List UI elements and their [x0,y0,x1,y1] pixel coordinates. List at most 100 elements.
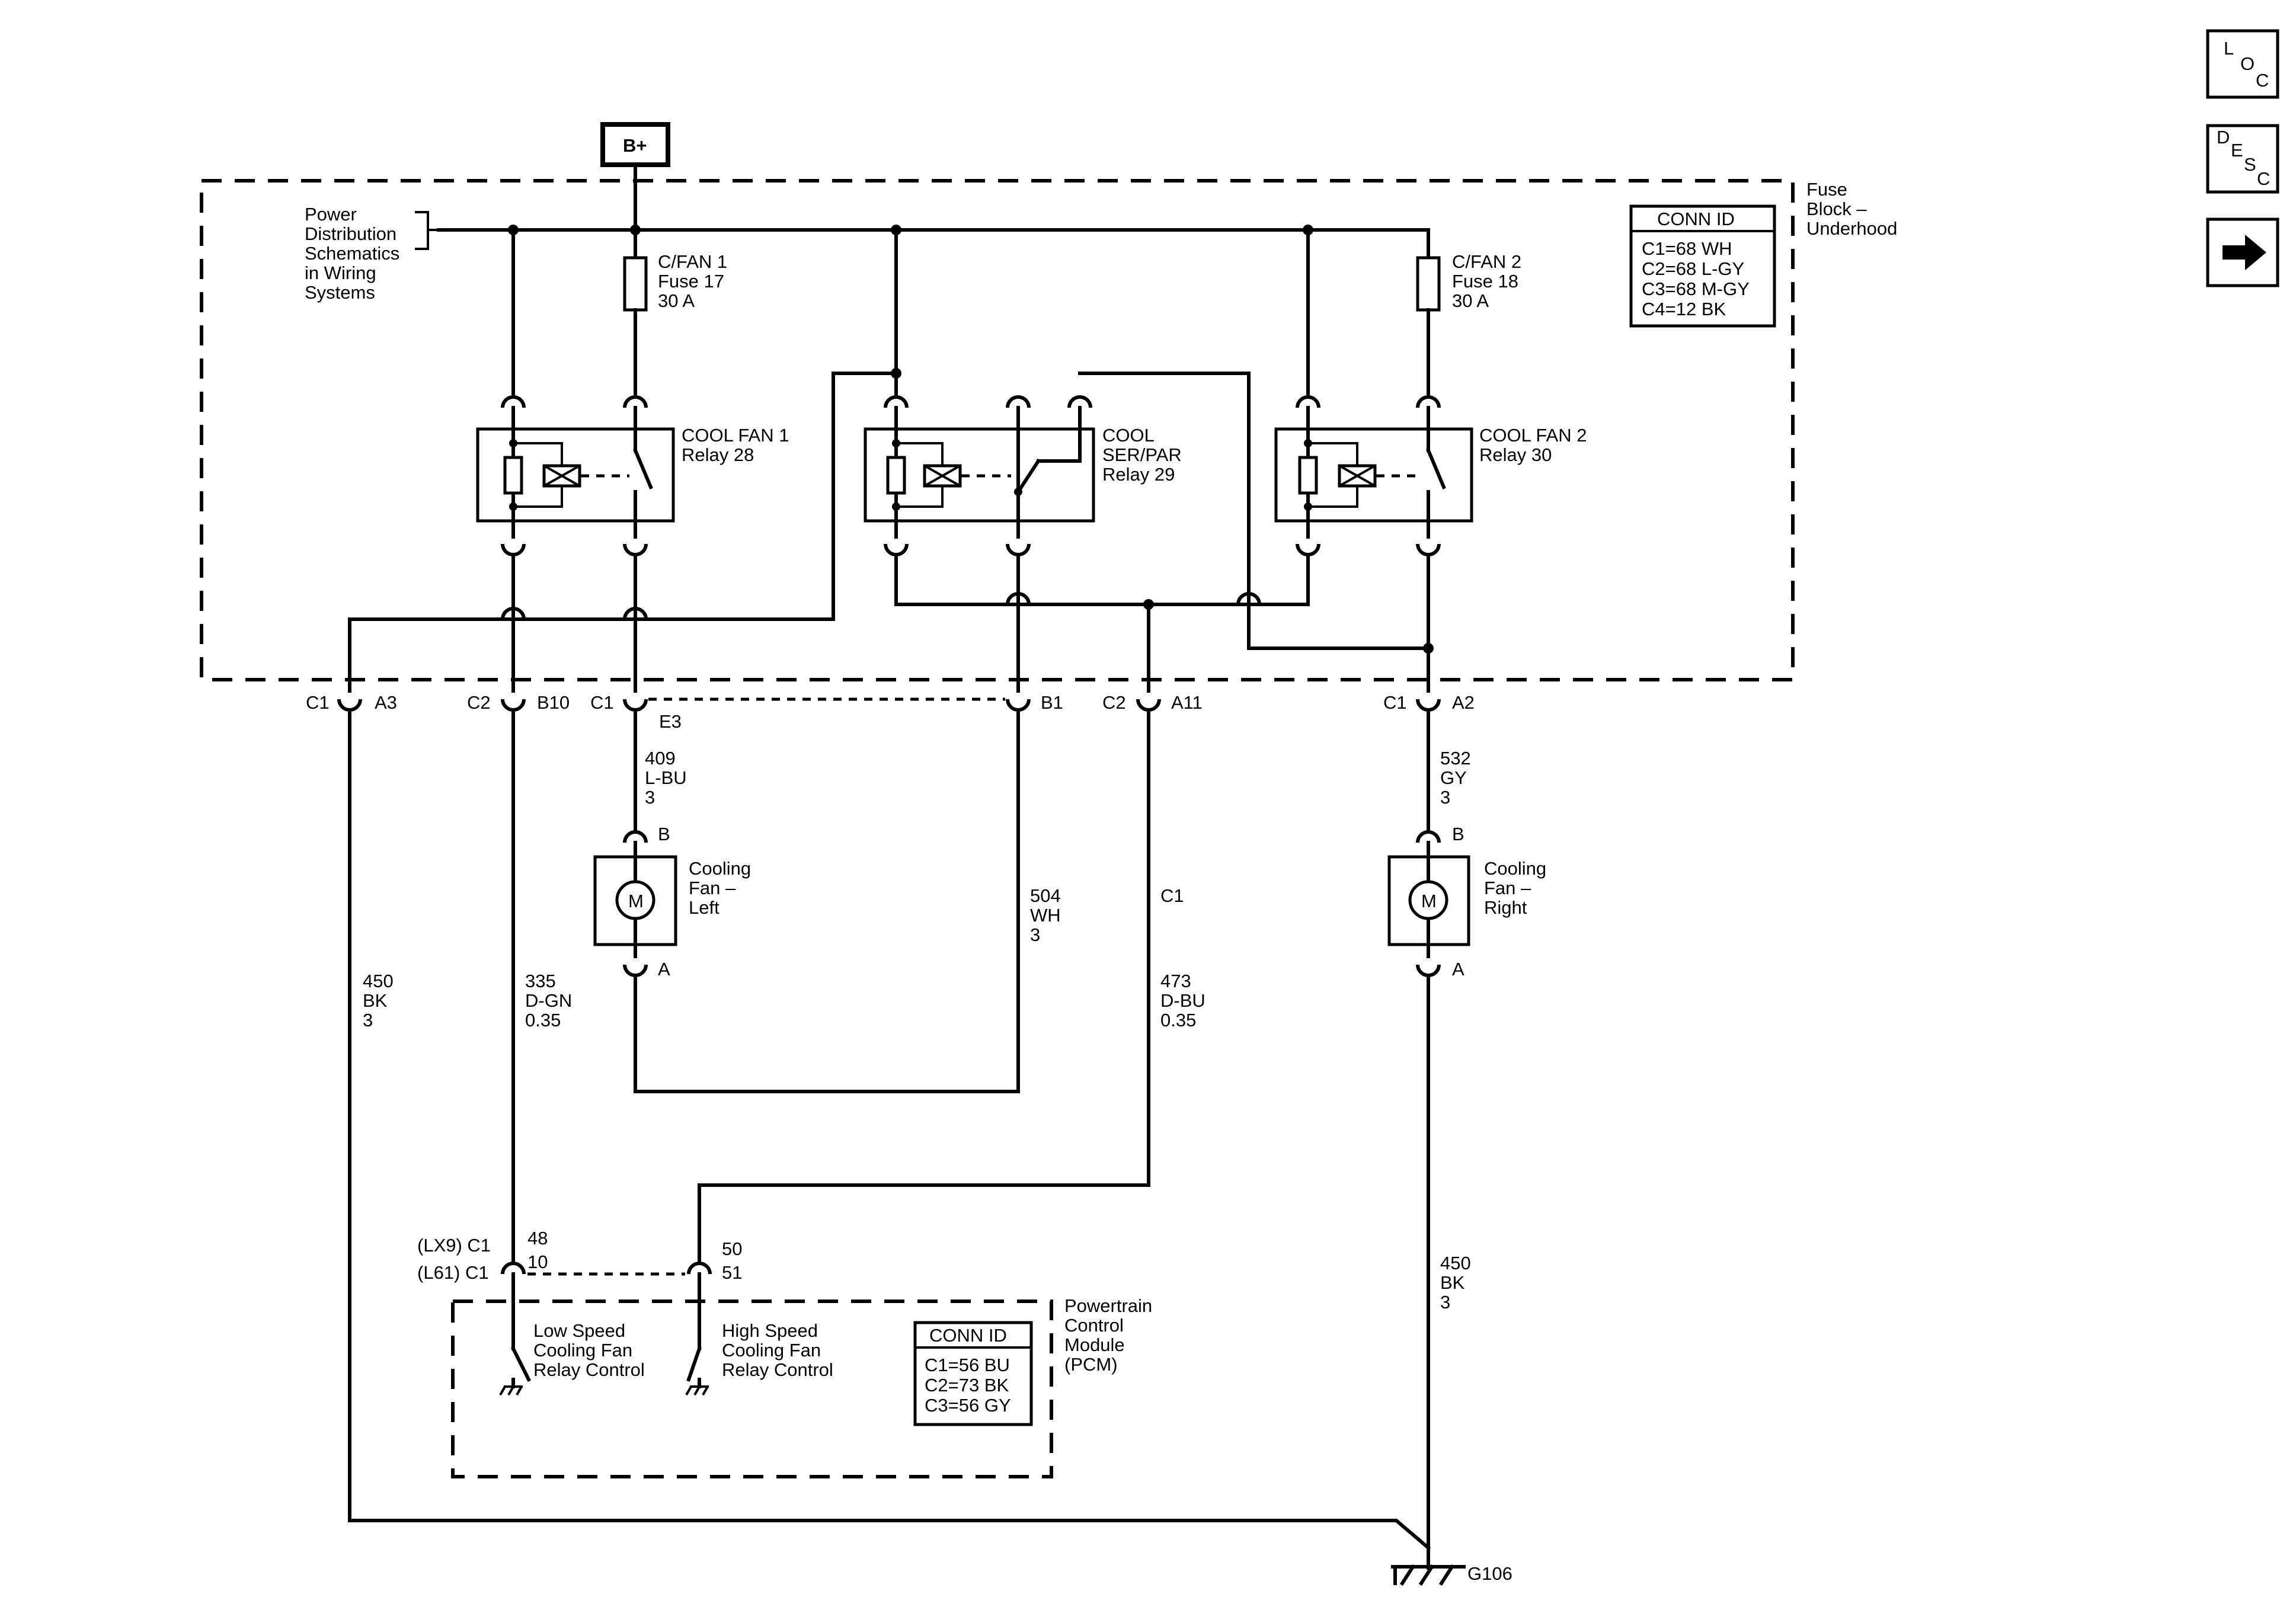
svg-text:C4=12 BK: C4=12 BK [1642,299,1726,319]
svg-text:C/FAN 2: C/FAN 2 [1452,251,1521,272]
svg-text:B+: B+ [623,135,647,156]
svg-text:3: 3 [1030,924,1040,945]
wire-label-504: 504 WH 3 [1030,885,1061,945]
relay-cool-fan-1: COOL FAN 1 Relay 28 [476,228,789,556]
svg-text:COOL FAN 1: COOL FAN 1 [682,425,789,446]
wire-label-532: 532 GY 3 [1440,748,1471,808]
svg-text:COOL FAN 2: COOL FAN 2 [1479,425,1587,446]
svg-text:CONN ID: CONN ID [929,1325,1007,1346]
svg-text:Distribution: Distribution [305,223,396,244]
svg-text:SER/PAR: SER/PAR [1102,444,1182,465]
svg-text:Cooling: Cooling [1484,858,1546,879]
desc-letter: S [2244,154,2256,175]
svg-text:Systems: Systems [305,282,375,303]
svg-text:Cooling Fan: Cooling Fan [533,1340,632,1361]
svg-text:C2: C2 [1102,692,1126,713]
svg-text:504: 504 [1030,885,1061,906]
connector-c1-a2: C1 A2 [1383,678,1475,713]
svg-text:Fuse: Fuse [1806,179,1847,200]
svg-text:C1: C1 [590,692,614,713]
svg-text:Relay Control: Relay Control [533,1359,645,1380]
svg-text:Fuse 18: Fuse 18 [1452,271,1518,292]
svg-text:B10: B10 [537,692,570,713]
desc-button[interactable]: D E S C [2206,124,2279,194]
desc-letter: E [2231,140,2243,161]
wire-label-335: 335 D-GN 0.35 [525,971,572,1030]
motor-icon [615,880,655,920]
svg-text:C2: C2 [467,692,491,713]
svg-text:Powertrain: Powertrain [1064,1295,1152,1316]
svg-text:D-BU: D-BU [1160,990,1205,1011]
svg-text:B: B [658,824,670,844]
svg-text:C2=73 BK: C2=73 BK [925,1375,1009,1395]
wire-label-450-left: 450 BK 3 [363,971,394,1030]
svg-text:Low Speed: Low Speed [533,1320,625,1341]
svg-text:Cooling Fan: Cooling Fan [722,1340,821,1361]
ground-g106: G106 [1391,1563,1512,1586]
next-button[interactable] [2206,217,2279,287]
motor-icon [1408,880,1448,920]
svg-text:Relay 29: Relay 29 [1102,464,1175,485]
svg-text:Fan –: Fan – [689,878,736,898]
svg-text:A: A [1452,959,1464,980]
svg-text:450: 450 [363,971,394,991]
svg-text:CONN ID: CONN ID [1657,209,1735,229]
loc-button[interactable]: L O C [2206,29,2279,99]
svg-text:A11: A11 [1171,692,1203,713]
power-distribution-note: Power Distribution Schematics in Wiring … [305,204,439,303]
connector-c1-e3: C1 E3 [590,678,682,732]
right-arrow-icon [2223,235,2266,270]
fuse-cfan2: C/FAN 2 Fuse 18 30 A [1416,251,1521,397]
svg-text:Relay Control: Relay Control [722,1359,833,1380]
desc-letter: C [2257,168,2270,189]
bus-wiring [437,163,1430,260]
connector-c1-a3: C1 A3 [306,678,397,713]
internal-wiring [348,368,1434,682]
svg-text:Right: Right [1484,897,1527,918]
loc-letter: C [2256,70,2269,91]
svg-text:48: 48 [527,1228,548,1249]
svg-text:G106: G106 [1467,1563,1512,1584]
svg-text:C2=68 L-GY: C2=68 L-GY [1642,258,1744,279]
svg-text:30 A: 30 A [658,290,695,311]
pcm-module: (LX9) C1 (L61) C1 48 10 50 51 Low Speed … [417,1228,1152,1478]
svg-text:C1: C1 [1383,692,1407,713]
svg-text:Underhood: Underhood [1806,218,1897,239]
svg-text:BK: BK [363,990,388,1011]
svg-text:0.35: 0.35 [1160,1010,1196,1030]
svg-text:409: 409 [645,748,676,769]
svg-text:D-GN: D-GN [525,990,572,1011]
wire-label-473: 473 D-BU 0.35 [1160,971,1205,1030]
wire-label-409: 409 L-BU 3 [645,748,687,808]
wire-label-450-right: 450 BK 3 [1440,1253,1471,1313]
svg-text:10: 10 [527,1251,548,1272]
svg-text:COOL: COOL [1102,425,1155,446]
svg-text:A3: A3 [375,692,397,713]
svg-text:473: 473 [1160,971,1191,991]
svg-text:L-BU: L-BU [645,767,687,788]
svg-text:E3: E3 [659,711,682,732]
svg-text:335: 335 [525,971,556,991]
power-source-b-plus: B+ [600,122,670,167]
svg-text:C3=56 GY: C3=56 GY [925,1395,1011,1416]
pcm-wiring [348,708,1431,1551]
svg-text:3: 3 [1440,1292,1450,1313]
svg-text:A2: A2 [1452,692,1475,713]
ground-icon [499,1385,523,1395]
svg-text:C3=68 M-GY: C3=68 M-GY [1642,279,1750,299]
cooling-fan-right: M B A Cooling Fan – Right [1387,708,1546,1570]
connector-c2-a11: C2 A11 [1102,678,1203,713]
svg-text:GY: GY [1440,767,1467,788]
svg-text:0.35: 0.35 [525,1010,561,1030]
desc-letter: D [2217,127,2230,148]
svg-text:Module: Module [1064,1334,1125,1355]
svg-text:30 A: 30 A [1452,290,1489,311]
fuse-cfan1: C/FAN 1 Fuse 17 30 A [623,251,727,397]
ground-icon [1399,1564,1455,1586]
svg-text:BK: BK [1440,1272,1465,1293]
relay-cool-fan-2: COOL FAN 2 Relay 30 [1274,228,1587,556]
ground-icon [685,1385,709,1395]
svg-text:(PCM): (PCM) [1064,1354,1118,1375]
svg-text:3: 3 [363,1010,373,1030]
